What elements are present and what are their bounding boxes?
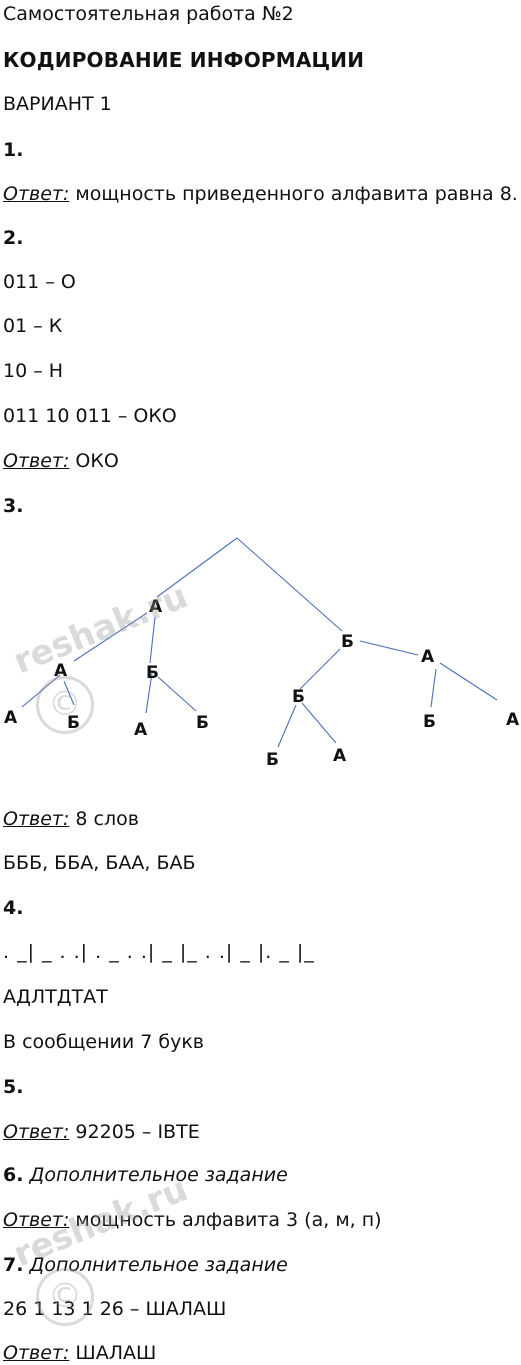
tree-label: Б bbox=[146, 663, 159, 683]
answer-text: 8 слов bbox=[69, 808, 139, 830]
tree-edge bbox=[236, 537, 343, 632]
tree-label: А bbox=[134, 720, 148, 740]
variant-label: ВАРИАНТ 1 bbox=[3, 93, 112, 115]
task-5-number: 5. bbox=[3, 1076, 24, 1098]
tree-label: Б bbox=[292, 687, 305, 707]
task-3-number: 3. bbox=[3, 495, 24, 517]
tree-edge bbox=[359, 640, 419, 656]
tree-label: А bbox=[333, 746, 347, 766]
task-7-number: 7. bbox=[3, 1254, 24, 1276]
task-2-line: 10 – Н bbox=[3, 360, 64, 382]
task-7-answer: Ответ: ШАЛАШ bbox=[3, 1341, 156, 1365]
tree-edge bbox=[301, 702, 337, 744]
answer-text: 92205 – IBTE bbox=[69, 1121, 200, 1143]
tree-edge bbox=[299, 648, 341, 690]
decoded-message: АДЛТДТАТ bbox=[3, 986, 108, 1008]
task-2-line: 011 – О bbox=[3, 271, 76, 293]
page-title: Самостоятельная работа №2 bbox=[3, 3, 294, 25]
tree-edge bbox=[145, 672, 153, 714]
answer-label: Ответ: bbox=[3, 450, 70, 472]
tree-label: Б bbox=[196, 713, 209, 733]
task-6-heading: 6. Дополнительное задание bbox=[3, 1163, 288, 1187]
watermark-copyright-icon: © bbox=[36, 1268, 94, 1326]
answer-label: Ответ: bbox=[3, 808, 70, 830]
letter-count: В сообщении 7 букв bbox=[3, 1031, 204, 1053]
tree-edge bbox=[73, 612, 148, 662]
tree-edge bbox=[439, 662, 498, 701]
tree-edge bbox=[277, 704, 297, 748]
task-7-heading: 7. Дополнительное задание bbox=[3, 1253, 288, 1277]
tree-label: А bbox=[421, 647, 435, 667]
watermark-copyright-icon: © bbox=[36, 676, 94, 734]
tree-label: А bbox=[4, 708, 18, 728]
extra-task-label: Дополнительное задание bbox=[23, 1164, 288, 1186]
tree-edge bbox=[430, 668, 437, 708]
task-3-answer: Ответ: 8 слов bbox=[3, 807, 139, 831]
tree-edge bbox=[157, 676, 197, 712]
task-2-line: 01 – К bbox=[3, 315, 63, 337]
task-3-words: БББ, ББА, БАА, БАБ bbox=[3, 852, 196, 874]
answer-text: ОКО bbox=[69, 450, 119, 472]
tree-edge bbox=[156, 537, 238, 598]
tree-label: Б bbox=[423, 712, 436, 732]
task-1-answer: Ответ: мощность приведенного алфавита ра… bbox=[3, 182, 518, 206]
task-6-number: 6. bbox=[3, 1164, 24, 1186]
answer-label: Ответ: bbox=[3, 1209, 70, 1231]
answer-text: ШАЛАШ bbox=[69, 1342, 157, 1364]
topic-heading: КОДИРОВАНИЕ ИНФОРМАЦИИ bbox=[3, 48, 365, 72]
extra-task-label: Дополнительное задание bbox=[23, 1254, 288, 1276]
answer-text: мощность алфавита 3 (а, м, п) bbox=[69, 1209, 382, 1231]
answer-text: мощность приведенного алфавита равна 8. bbox=[69, 183, 518, 205]
task-4-number: 4. bbox=[3, 897, 24, 919]
task-1-number: 1. bbox=[3, 139, 24, 161]
tree-label: А bbox=[506, 710, 520, 730]
tree-edge bbox=[149, 616, 156, 664]
task-5-answer: Ответ: 92205 – IBTE bbox=[3, 1120, 200, 1144]
answer-label: Ответ: bbox=[3, 1342, 70, 1364]
answer-label: Ответ: bbox=[3, 1121, 70, 1143]
task-2-number: 2. bbox=[3, 227, 24, 249]
task-2-answer: Ответ: ОКО bbox=[3, 449, 119, 473]
answer-label: Ответ: bbox=[3, 183, 70, 205]
task-2-line: 011 10 011 – ОКО bbox=[3, 405, 177, 427]
tree-label: Б bbox=[266, 750, 279, 770]
task-6-answer: Ответ: мощность алфавита 3 (а, м, п) bbox=[3, 1208, 382, 1232]
tree-label: Б bbox=[341, 632, 354, 652]
tree-label: А bbox=[149, 597, 163, 617]
morse-code: . _| _ . .| . _ . .| _ |_ . .| _ |. _ |_ bbox=[3, 941, 315, 963]
